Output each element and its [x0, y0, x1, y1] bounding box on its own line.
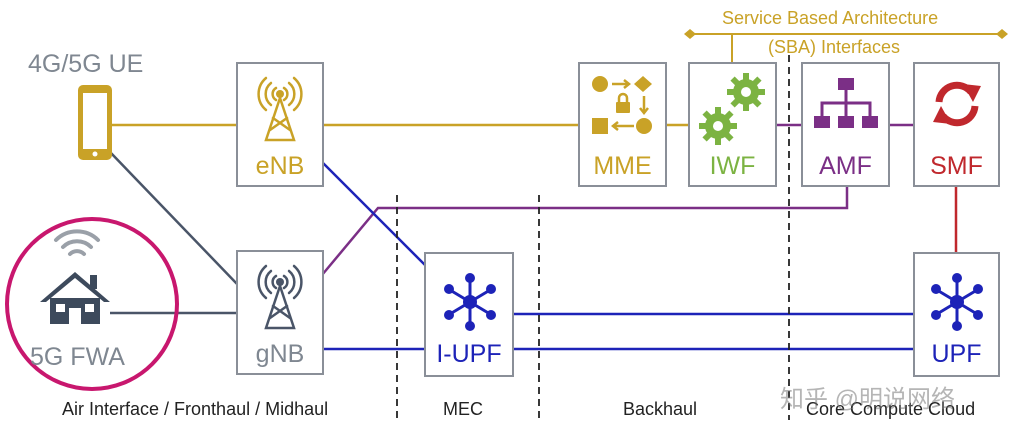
mme-process-icon — [592, 76, 652, 134]
gnb-label: gNB — [255, 340, 305, 368]
hierarchy-icon — [814, 78, 878, 128]
iwf-node[interactable]: IWF — [688, 62, 777, 187]
enb-label: eNB — [255, 152, 305, 180]
smf-node[interactable]: SMF — [913, 62, 1000, 187]
iupf-label: I-UPF — [436, 340, 502, 368]
house-icon — [40, 272, 110, 324]
section-backhaul: Backhaul — [623, 399, 698, 419]
mme-label: MME — [593, 152, 652, 180]
mme-node[interactable]: MME — [578, 62, 667, 187]
section-core-cloud: Core Compute Cloud — [806, 399, 976, 419]
ue-gnb-link — [109, 151, 239, 286]
fwa-label: 5G FWA — [30, 343, 125, 371]
sba-subtitle: (SBA) Interfaces — [768, 37, 901, 57]
network-hub-icon — [444, 273, 496, 331]
enb-iupf-link — [321, 161, 429, 269]
section-mec: MEC — [443, 399, 483, 419]
sba-bracket-left-diamond — [684, 29, 696, 39]
smf-label: SMF — [930, 152, 983, 180]
cell-tower-icon — [257, 76, 303, 142]
ue-label: 4G/5G UE — [28, 50, 144, 78]
enb-node[interactable]: eNB — [236, 62, 324, 187]
cell-tower-icon — [257, 264, 303, 330]
section-air-interface: Air Interface / Fronthaul / Midhaul — [62, 399, 329, 419]
gnb-node[interactable]: gNB — [236, 250, 324, 375]
sba-title: Service Based Architecture — [722, 8, 939, 28]
gears-icon — [699, 73, 765, 145]
sba-bracket-right-diamond — [996, 29, 1008, 39]
wifi-icon — [54, 229, 100, 256]
amf-node[interactable]: AMF — [801, 62, 890, 187]
watermark: 知乎 @明说网络 — [780, 386, 956, 413]
upf-node[interactable]: UPF — [913, 252, 1000, 377]
iwf-label: IWF — [709, 152, 756, 180]
iupf-node[interactable]: I-UPF — [424, 252, 514, 377]
amf-label: AMF — [819, 152, 872, 180]
refresh-icon — [933, 81, 981, 127]
fwa-highlight-circle — [5, 217, 179, 391]
network-hub-icon — [931, 273, 983, 331]
upf-label: UPF — [931, 340, 982, 368]
gnb-amf-link — [321, 187, 849, 276]
phone-icon — [78, 85, 112, 160]
